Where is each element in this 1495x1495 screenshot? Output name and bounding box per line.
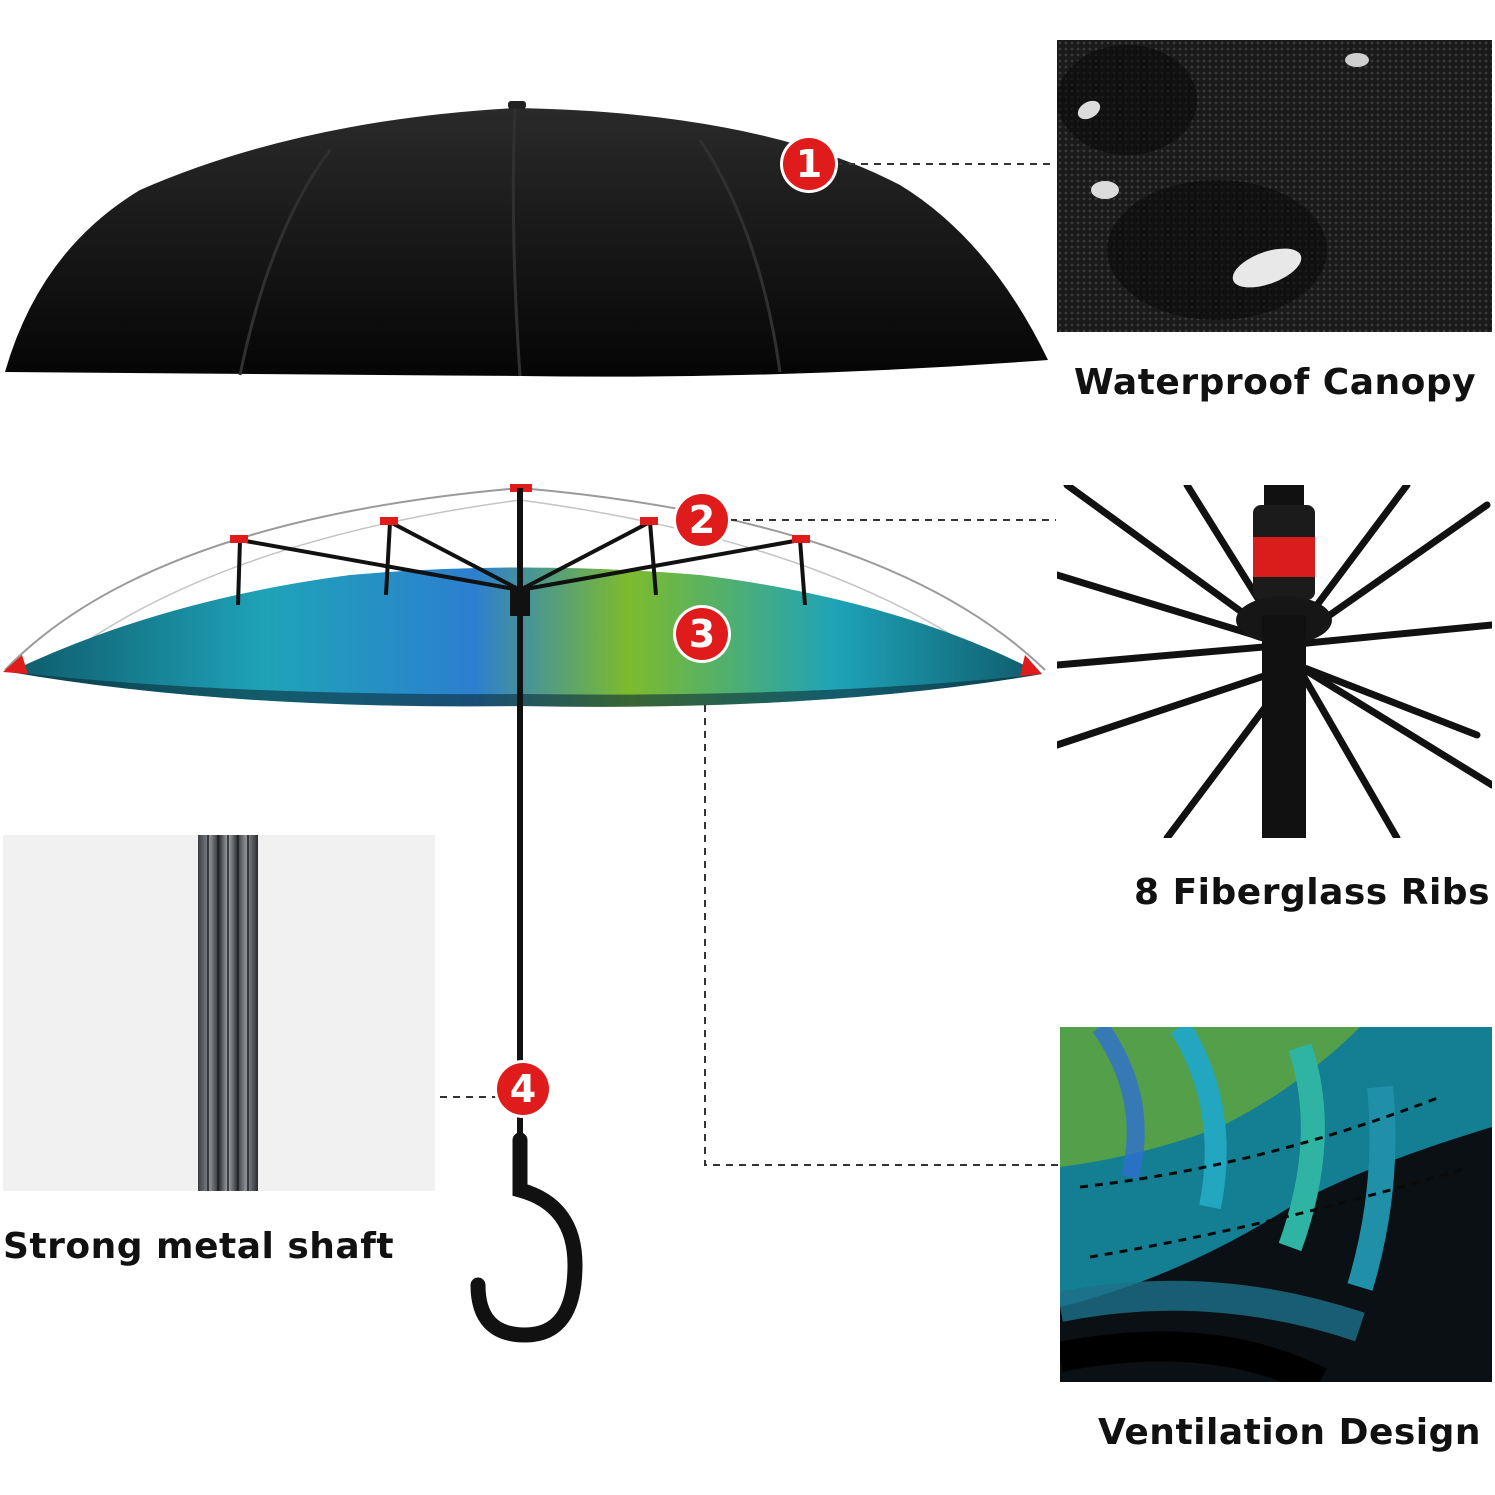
waterproof-canopy-label: Waterproof Canopy — [1074, 362, 1477, 403]
metal-shaft-panel — [3, 835, 435, 1191]
marker-2: 2 — [676, 494, 728, 546]
ventilation-panel — [1060, 1027, 1492, 1382]
waterproof-fabric-panel — [1057, 40, 1492, 332]
fiberglass-ribs-label: 8 Fiberglass Ribs — [1134, 872, 1491, 913]
fiberglass-ribs-panel — [1057, 485, 1492, 838]
black-canopy — [5, 101, 1048, 377]
metal-shaft-label: Strong metal shaft — [3, 1226, 395, 1267]
open-umbrella — [3, 484, 1046, 1343]
marker-3: 3 — [676, 608, 728, 660]
ventilation-design-label: Ventilation Design — [1098, 1412, 1482, 1453]
leader-lines — [440, 163, 1060, 1166]
marker-4: 4 — [497, 1063, 549, 1115]
marker-1: 1 — [783, 138, 835, 190]
